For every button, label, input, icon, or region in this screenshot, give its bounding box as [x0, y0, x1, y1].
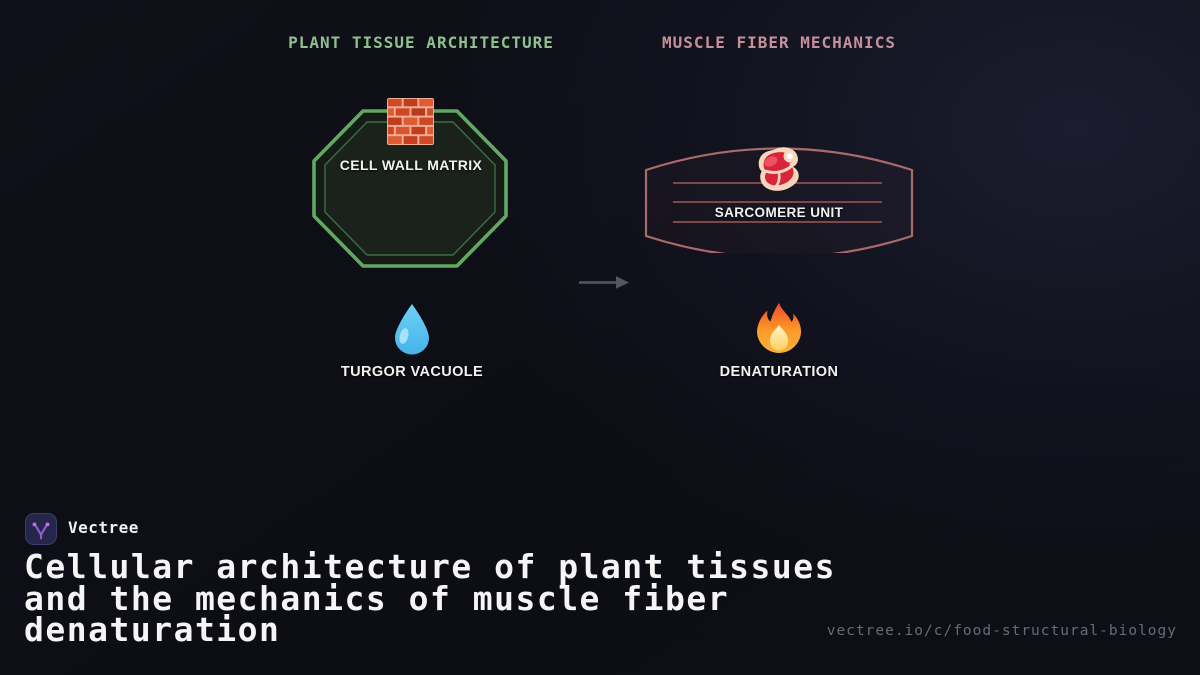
- steak-icon: [758, 147, 799, 191]
- sarcomere-unit-label: SARCOMERE UNIT: [714, 205, 844, 220]
- section-header-muscle: MUSCLE FIBER MECHANICS: [662, 33, 896, 52]
- section-header-plant: PLANT TISSUE ARCHITECTURE: [288, 33, 554, 52]
- canonical-url: vectree.io/c/food-structural-biology: [826, 623, 1177, 639]
- vectree-branch-icon: [32, 522, 50, 540]
- title-line-1: Cellular architecture of plant tissues: [24, 547, 836, 586]
- brick-wall-icon: [387, 98, 434, 145]
- water-droplet-icon: [395, 304, 429, 355]
- vectree-logo: [25, 513, 57, 545]
- page-title: Cellular architecture of plant tissues a…: [24, 547, 924, 649]
- cell-wall-matrix-label: CELL WALL MATRIX: [339, 157, 483, 173]
- denaturation-label: DENATURATION: [719, 364, 839, 380]
- title-line-3: denaturation: [24, 610, 281, 649]
- right-arrow-icon: [579, 276, 629, 289]
- fire-icon: [757, 303, 802, 353]
- cell-wall-octagon-shape: [312, 109, 508, 268]
- title-line-2: and the mechanics of muscle fiber: [24, 578, 730, 618]
- brand-name: Vectree: [68, 518, 139, 537]
- turgor-vacuole-label: TURGOR VACUOLE: [340, 364, 484, 380]
